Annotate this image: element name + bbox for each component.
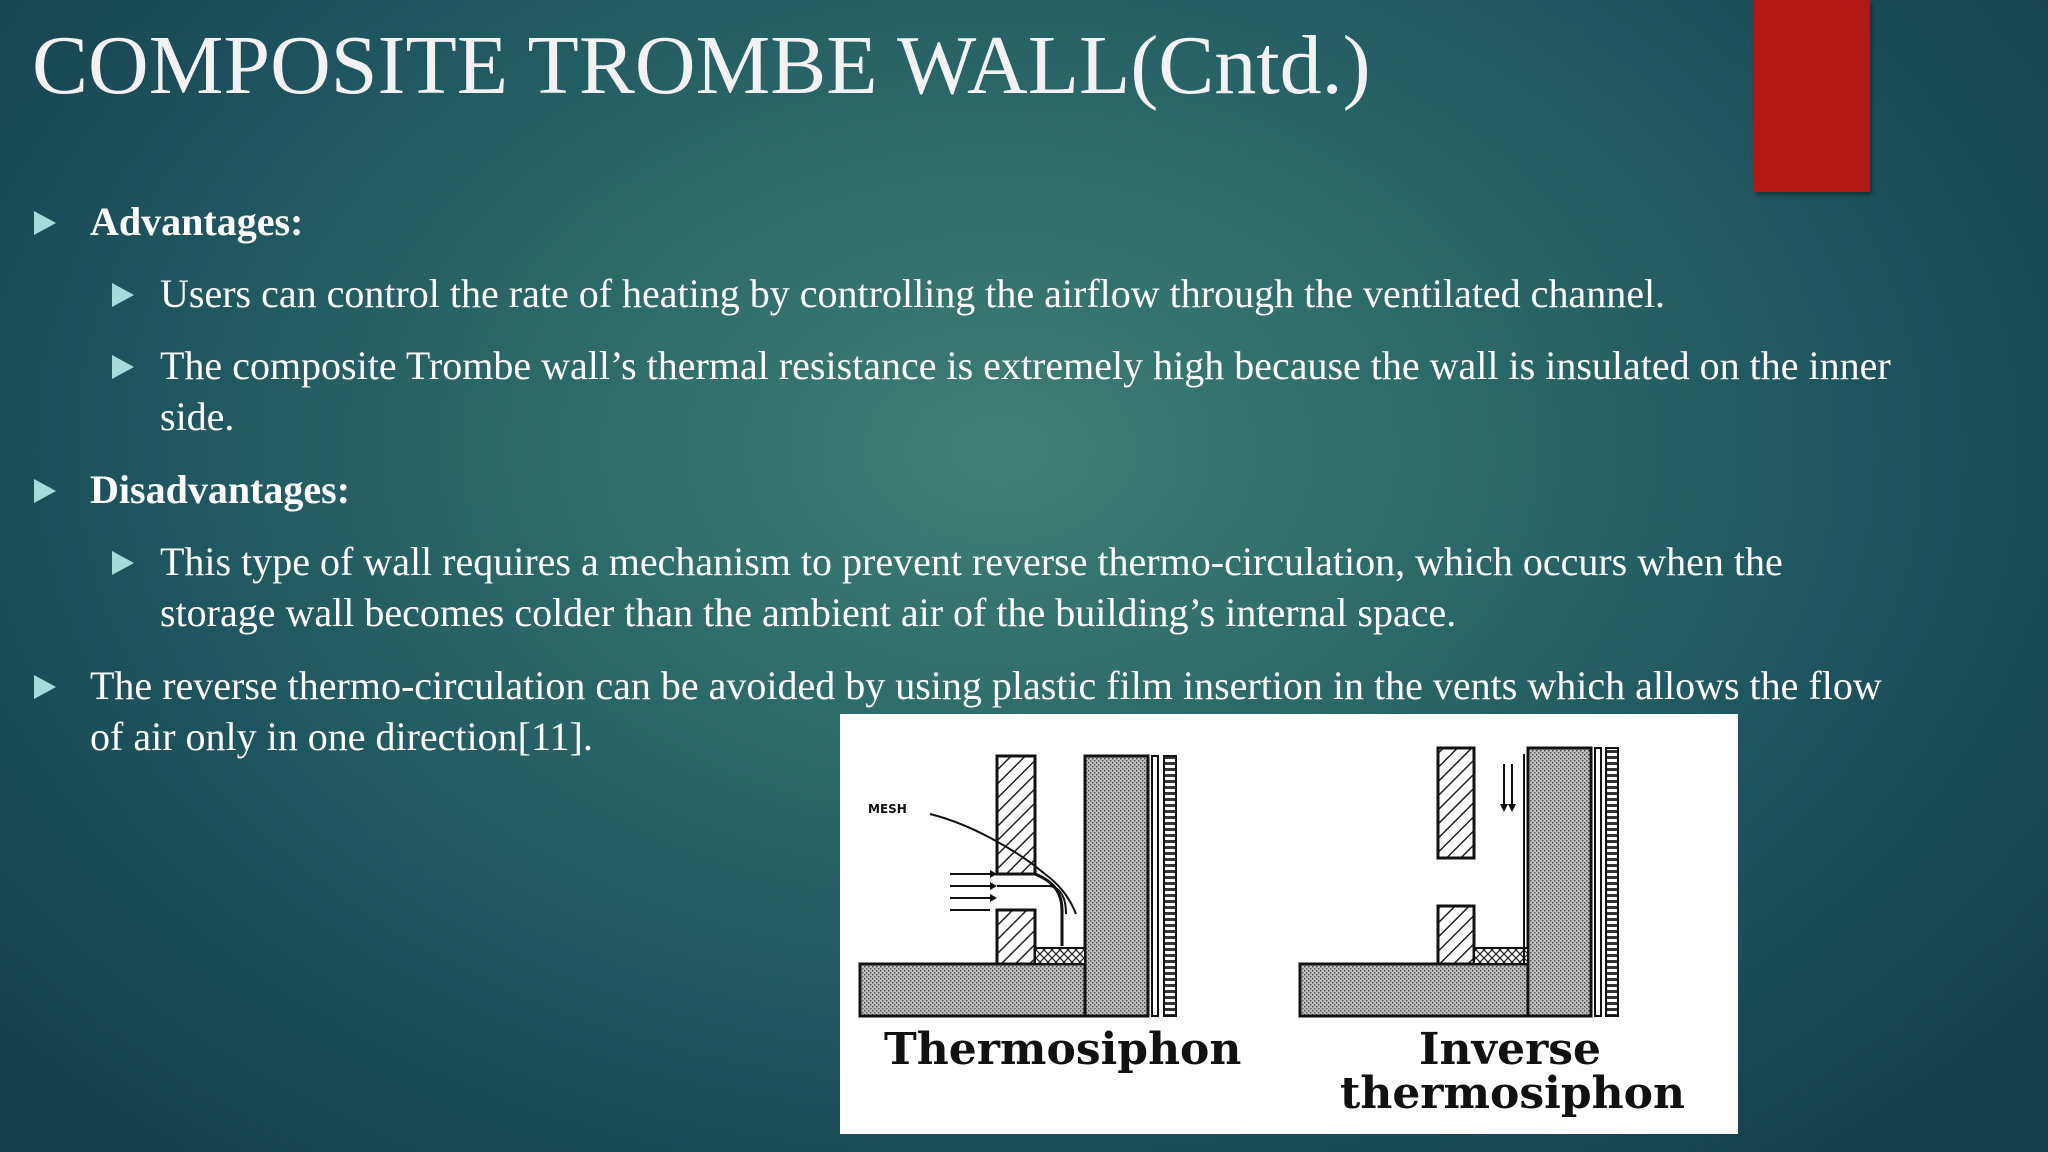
caption-inverse-thermosiphon: Inverse thermosiphon [1340, 1024, 1685, 1119]
note-text: The reverse thermo-circulation can be av… [90, 660, 1882, 762]
adv-1-text: Users can control the rate of heating by… [160, 271, 1666, 316]
bullet-adv-2: The composite Trombe wall’s thermal resi… [112, 340, 1891, 442]
thermosiphon-diagram [858, 746, 1619, 1018]
accent-bar [1754, 0, 1870, 192]
triangle-bullet-icon [34, 675, 56, 699]
caption-inverse-line-1: Inverse [1418, 1024, 1602, 1075]
bullet-dis-1: This type of wall requires a mechanism t… [112, 536, 1783, 638]
triangle-bullet-icon [34, 479, 56, 503]
triangle-bullet-icon [34, 211, 56, 235]
advantages-heading: Advantages: [90, 199, 304, 244]
inverse-thermosiphon-drawing [1298, 746, 1619, 1018]
caption-thermosiphon: Thermosiphon [884, 1024, 1242, 1075]
adv-2-line-2: side. [160, 394, 235, 439]
bullet-adv-1: Users can control the rate of heating by… [112, 268, 1665, 319]
bullet-advantages: Advantages: [34, 196, 303, 247]
disadvantages-heading: Disadvantages: [90, 467, 351, 512]
mesh-label: MESH [868, 802, 907, 816]
thermosiphon-figure: MESH Thermosiphon Inverse thermosiphon [840, 714, 1738, 1134]
caption-inverse-line-2: thermosiphon [1340, 1068, 1685, 1119]
adv-2-line-1: The composite Trombe wall’s thermal resi… [160, 343, 1891, 388]
dis-1-text: This type of wall requires a mechanism t… [160, 536, 1783, 638]
dis-1-line-1: This type of wall requires a mechanism t… [160, 539, 1783, 584]
dis-1-line-2: storage wall becomes colder than the amb… [160, 590, 1457, 635]
bullet-disadvantages: Disadvantages: [34, 464, 350, 515]
triangle-bullet-icon [112, 551, 134, 575]
thermosiphon-drawing [858, 754, 1177, 1018]
slide-title: COMPOSITE TROMBE WALL(Cntd.) [32, 19, 1371, 112]
note-line-2: of air only in one direction[11]. [90, 714, 593, 759]
bullet-note: The reverse thermo-circulation can be av… [34, 660, 1882, 762]
note-line-1: The reverse thermo-circulation can be av… [90, 663, 1882, 708]
triangle-bullet-icon [112, 283, 134, 307]
adv-2-text: The composite Trombe wall’s thermal resi… [160, 340, 1891, 442]
triangle-bullet-icon [112, 355, 134, 379]
